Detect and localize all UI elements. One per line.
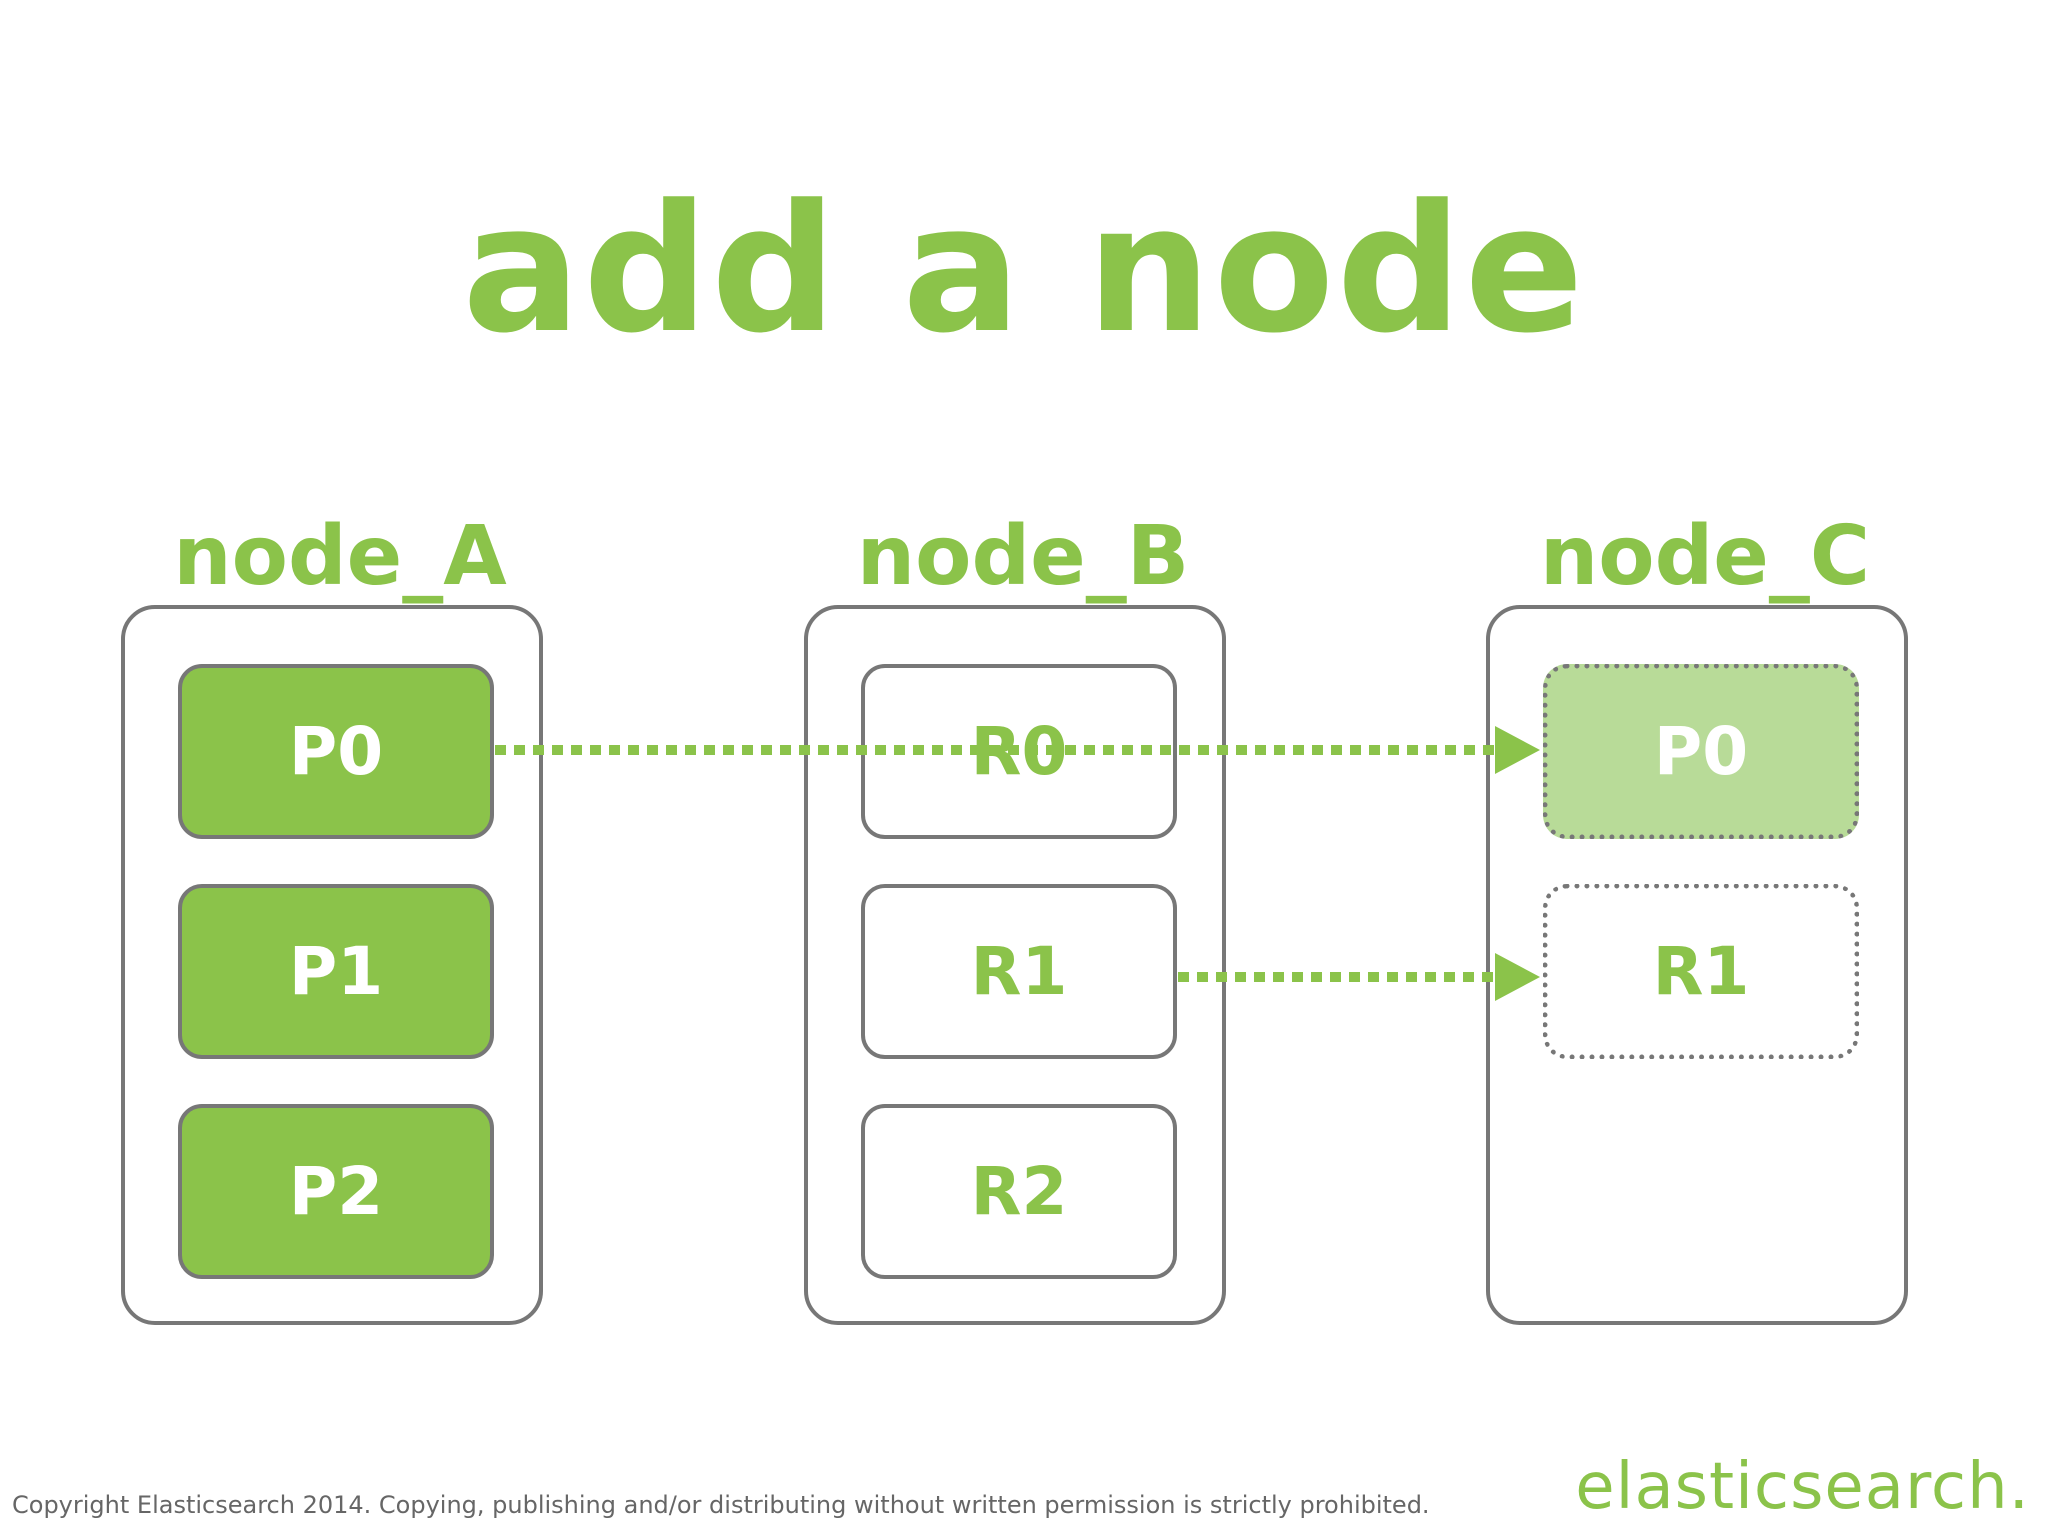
node-c-shard-p0: P0	[1543, 664, 1859, 839]
elasticsearch-logo: elasticsearch.	[1575, 1450, 2030, 1524]
node-c-box: P0 R1	[1486, 605, 1908, 1325]
node-c-label: node_C	[1539, 509, 1871, 604]
node-b-label: node_B	[856, 509, 1190, 604]
node-a-box: P0 P1 P2	[121, 605, 543, 1325]
node-c-shard-r1: R1	[1543, 884, 1859, 1059]
node-a-label: node_A	[173, 509, 507, 604]
node-a-shard-p1: P1	[178, 884, 494, 1059]
node-b-box: R0 R1 R2	[804, 605, 1226, 1325]
node-a-shard-p0: P0	[178, 664, 494, 839]
copyright-text: Copyright Elasticsearch 2014. Copying, p…	[12, 1491, 1430, 1519]
node-a-shard-p2: P2	[178, 1104, 494, 1279]
page-title: add a node	[462, 167, 1586, 372]
node-b-shard-r1: R1	[861, 884, 1177, 1059]
node-b-shard-r0: R0	[861, 664, 1177, 839]
node-b-shard-r2: R2	[861, 1104, 1177, 1279]
